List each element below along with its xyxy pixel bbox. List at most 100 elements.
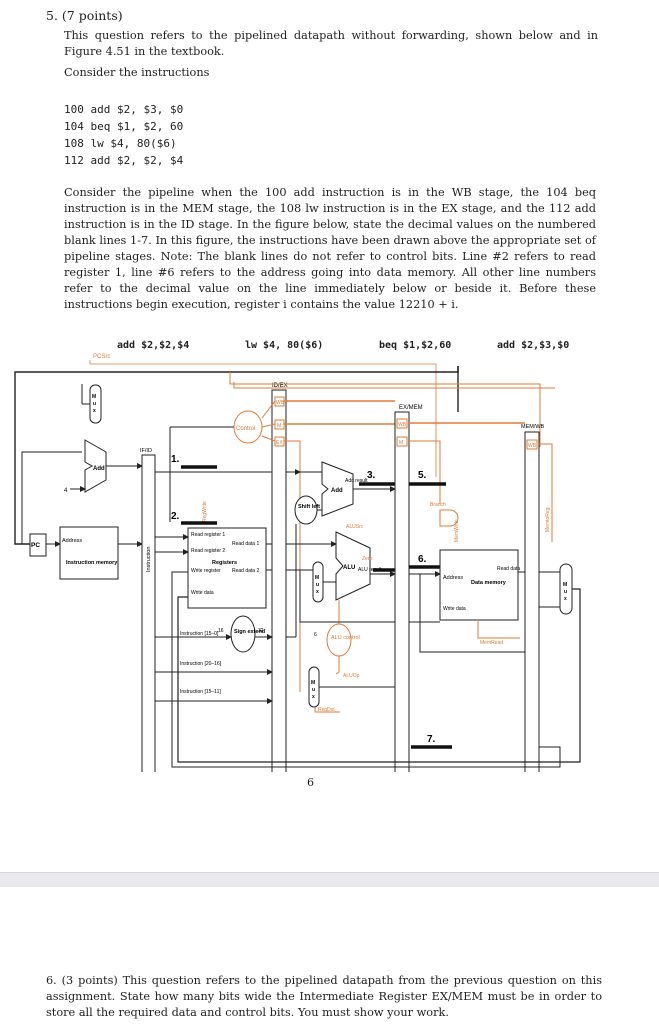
- regwrite-label: RegWrite: [202, 501, 208, 522]
- read-data-1-label: Read data 1: [232, 541, 259, 547]
- question-6-text: 6. (3 points) This question refers to th…: [46, 974, 602, 1019]
- svg-text:M: M: [399, 440, 403, 446]
- page-separator: [0, 872, 659, 888]
- instruction-vertical-label: Instruction: [146, 547, 152, 572]
- code-line: 108 lw $4, 80($6): [64, 137, 177, 150]
- write-register-label: Write register: [191, 568, 221, 574]
- aluop-label: ALUOp: [343, 673, 360, 679]
- register-file: [187, 527, 267, 609]
- branch-and-gate: [439, 509, 459, 527]
- pc-adder: [84, 439, 107, 493]
- stage-instruction-wb: add $2,$3,$0: [497, 340, 570, 351]
- svg-text:u: u: [564, 589, 567, 595]
- branch-label: Branch: [430, 502, 446, 508]
- read-register-2-label: Read register 2: [191, 548, 225, 554]
- pcsrc-label: PCSrc: [93, 354, 110, 360]
- consider-label: Consider the instructions: [64, 66, 210, 79]
- question-body: Consider the pipeline when the 100 add i…: [64, 186, 596, 311]
- registers-label: Registers: [212, 560, 237, 566]
- svg-text:x: x: [93, 408, 96, 414]
- blank-label-1: 1.: [171, 454, 180, 465]
- instruction-memory: [59, 526, 119, 580]
- alu: [335, 531, 371, 601]
- instr-15-0-label: Instruction [15–0]: [180, 631, 219, 637]
- read-data-2-label: Read data 2: [232, 568, 259, 574]
- exmem-label: EX/MEM: [399, 405, 423, 411]
- svg-text:u: u: [312, 687, 315, 693]
- pipeline-datapath-diagram: PCSrc PC M u x Add 4 Address Instruction…: [14, 354, 581, 772]
- blank-label-5: 5.: [418, 470, 427, 481]
- idex-label: ID/EX: [272, 383, 288, 389]
- shift-left-label: Shift left 2: [298, 504, 325, 510]
- im-label: Instruction memory: [66, 560, 118, 566]
- regdst-label: RegDst: [318, 707, 335, 713]
- memwb-label: MEM/WB: [521, 424, 545, 430]
- data-memory: [439, 549, 519, 621]
- svg-text:u: u: [93, 401, 96, 407]
- dm-write-data-label: Write data: [443, 606, 466, 612]
- svg-text:WB: WB: [276, 400, 285, 406]
- svg-text:WB: WB: [398, 422, 407, 428]
- dm-address-label: Address: [443, 575, 463, 581]
- code-listing: 100 add $2, $3, $0 104 beq $1, $2, 60 108 …: [64, 101, 183, 169]
- svg-text:u: u: [316, 582, 319, 588]
- svg-text:EX: EX: [276, 440, 283, 446]
- blank-label-6: 6.: [418, 554, 427, 565]
- sign-extend-label: Sign extend: [234, 629, 265, 635]
- memwb-register: [524, 431, 540, 772]
- instr-20-16-label: Instruction [20–16]: [180, 661, 222, 667]
- exmem-register: [394, 411, 410, 772]
- write-data-label: Write data: [191, 590, 214, 596]
- alu-control-label: ALU control: [331, 635, 360, 641]
- svg-text:WB: WB: [528, 443, 537, 449]
- svg-text:x: x: [564, 596, 567, 602]
- memread-label: MemRead: [480, 640, 503, 646]
- svg-text:M: M: [277, 423, 281, 429]
- stage-instruction-mem: beq $1,$2,60: [379, 340, 452, 351]
- pc-register: [29, 533, 47, 557]
- im-address-label: Address: [62, 538, 82, 544]
- svg-text:x: x: [316, 589, 319, 595]
- blank-label-3: 3.: [367, 470, 376, 481]
- adder-label: Add: [93, 466, 105, 472]
- question-number: 5.: [46, 8, 58, 23]
- pc-label: PC: [31, 542, 40, 549]
- blank-label-7: 7.: [427, 734, 436, 745]
- shift-left-2: [294, 495, 318, 525]
- svg-text:x: x: [312, 694, 315, 700]
- code-line: 100 add $2, $3, $0: [64, 103, 184, 116]
- alu-label: ALU: [343, 565, 355, 571]
- idex-register: [271, 389, 287, 772]
- svg-text:Add: Add: [331, 488, 343, 494]
- svg-text:16: 16: [218, 628, 224, 634]
- svg-text:Add result: Add result: [345, 478, 368, 484]
- svg-text:M: M: [311, 680, 315, 686]
- page-5: 5. (7 points) This question refers to th…: [14, 8, 598, 789]
- data-memory-label: Data memory: [471, 580, 507, 586]
- code-line: 112 add $2, $2, $4: [64, 154, 184, 167]
- svg-text:6: 6: [314, 632, 317, 638]
- ifid-register: [141, 454, 156, 772]
- code-line: 104 beq $1, $2, 60: [64, 120, 184, 133]
- page-6: 6. (3 points) This question refers to th…: [0, 887, 659, 1024]
- question-intro: This question refers to the pipelined da…: [64, 29, 598, 58]
- page-number: 6: [307, 776, 314, 789]
- stage-instruction-ex: lw $4, 80($6): [245, 340, 324, 351]
- svg-text:32: 32: [258, 628, 264, 634]
- svg-text:M: M: [563, 582, 567, 588]
- memtoreg-label: MemtoReg: [545, 507, 551, 532]
- ifid-label: IF/ID: [140, 448, 152, 454]
- zero-label: Zero: [362, 556, 373, 562]
- question-5-heading: 5. (7 points): [46, 8, 123, 23]
- alusrc-label: ALUSrc: [346, 524, 364, 530]
- branch-adder: [321, 461, 354, 517]
- question-points: (7 points): [61, 8, 123, 23]
- memwrite-label: MemWrite: [454, 519, 460, 542]
- control-label: Control: [236, 426, 255, 432]
- instr-15-11-label: Instruction [15–11]: [180, 689, 221, 695]
- dm-read-data-label: Read data: [497, 566, 520, 572]
- constant-four: 4: [64, 488, 68, 494]
- read-register-1-label: Read register 1: [191, 532, 225, 538]
- svg-text:M: M: [315, 575, 319, 581]
- svg-text:M: M: [92, 394, 96, 400]
